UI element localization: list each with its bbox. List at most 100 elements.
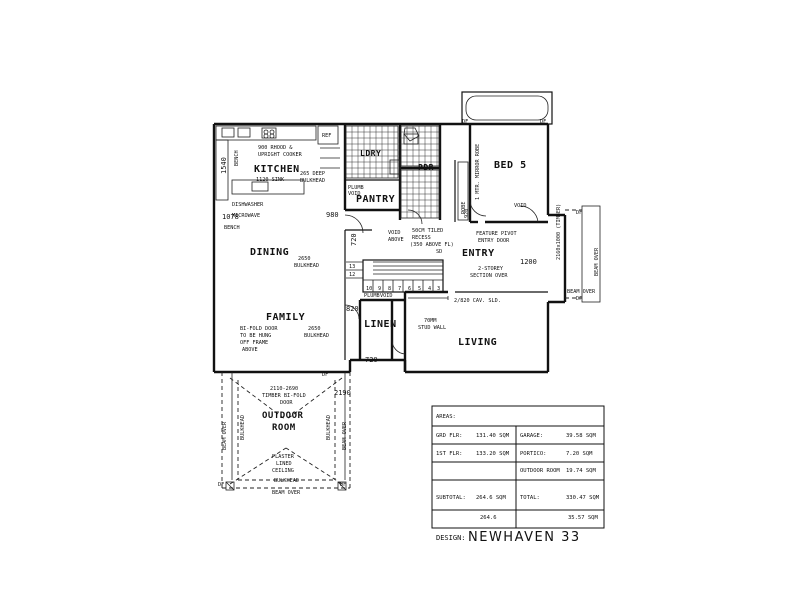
- room-living: LIVING: [458, 337, 497, 348]
- areas-label: OUTDOOR ROOM: [520, 468, 560, 474]
- note-tiled-recess-3: (350 ABOVE FL): [410, 242, 454, 248]
- note-bifold-3: OFF FRAME: [240, 340, 268, 346]
- note-plaster-2: LINED: [276, 461, 292, 467]
- note-plaster: PLASTER: [272, 454, 295, 460]
- note-dishwasher: DISHWASHER: [232, 202, 264, 208]
- areas-label: PORTICO:: [520, 451, 547, 457]
- bath-outline: DF DF: [461, 91, 553, 125]
- areas-label: SUBTOTAL:: [436, 495, 466, 501]
- note-bulkhead-bottom: BULKHEAD: [274, 478, 299, 484]
- dim-720a: 720: [350, 233, 358, 246]
- dim-980: 980: [326, 211, 339, 219]
- dim-13: 13: [349, 264, 355, 270]
- dim-1540: 1540: [220, 157, 228, 174]
- areas-table: AREAS: GRD FLR: 131.40 SQM GARAGE: 39.58…: [431, 405, 605, 529]
- note-bulkhead-2650a: 2650: [298, 256, 311, 262]
- note-bulkhead-right: BULKHEAD: [326, 415, 332, 440]
- note-feature-pivot: FEATURE PIVOT: [476, 231, 517, 237]
- areas-label: TOTAL:: [520, 495, 540, 501]
- fridge-label: REF: [322, 133, 331, 139]
- stair-number: 5: [418, 286, 421, 292]
- note-bulkhead-2650b: 2650: [308, 326, 321, 332]
- note-plumb-void-2: PLUMB: [364, 293, 380, 299]
- staircase: 10 9 8 7 6 5 4 3: [346, 261, 443, 292]
- design-title: DESIGN: NEWHAVEN 33: [436, 530, 581, 545]
- areas-label: GARAGE:: [520, 433, 543, 439]
- note-bifold-4: ABOVE: [242, 347, 258, 353]
- room-outdoor-2: ROOM: [272, 423, 296, 433]
- kitchen-fixtures: REF: [215, 125, 340, 201]
- stair-number: 6: [408, 286, 411, 292]
- room-ldry: LDRY: [360, 149, 381, 158]
- stair-number: 9: [378, 286, 381, 292]
- areas-value: 131.40 SQM: [476, 433, 510, 439]
- beam-over-label: BEAM OVER: [567, 289, 596, 295]
- note-tiled-recess: 50CM TILED: [412, 228, 443, 234]
- note-stud-2: STUD WALL: [418, 325, 446, 331]
- outdoor-room: DF DF DF: [218, 372, 351, 491]
- dim-720b: 720: [365, 356, 378, 364]
- note-beam-over-right: BEAM OVER: [342, 421, 348, 450]
- design-name: NEWHAVEN 33: [468, 530, 581, 545]
- areas-heading: AREAS:: [436, 414, 456, 420]
- stair-number: 4: [428, 286, 431, 292]
- note-void-bed: VOID: [514, 203, 527, 209]
- note-void-above-2: ABOVE: [388, 237, 404, 243]
- wet-area-tiles: [345, 125, 469, 221]
- room-outdoor: OUTDOOR: [262, 411, 304, 421]
- beam-over-label: BEAM OVER: [594, 247, 600, 276]
- note-two-storey: 2-STOREY: [478, 266, 504, 272]
- df-label: DF: [540, 119, 546, 125]
- note-cav-sld: 2/820 CAV. SLD.: [454, 298, 501, 304]
- room-linen: LINEN: [364, 319, 397, 330]
- df-label: DF: [340, 482, 346, 488]
- df-label: DF: [576, 210, 582, 216]
- door-swings: [344, 199, 539, 355]
- room-kitchen: KITCHEN: [254, 164, 300, 175]
- note-plumb-void: PLUMB: [348, 185, 364, 191]
- dim-2190: 2190: [334, 389, 351, 397]
- areas-total-extra: 35.57 SQM: [568, 515, 598, 521]
- room-pantry: PANTRY: [356, 194, 395, 205]
- df-label: DF: [576, 296, 582, 302]
- df-label: DF: [218, 482, 224, 488]
- note-bifold: BI-FOLD DOOR: [240, 326, 278, 332]
- note-timber-bifold-3: DOOR: [280, 400, 293, 406]
- dim-820: 820: [346, 305, 359, 313]
- areas-value: 330.47 SQM: [566, 495, 600, 501]
- note-bulkhead-2650a-2: BULKHEAD: [294, 263, 319, 269]
- room-bed5: BED 5: [494, 160, 527, 171]
- room-entry: ENTRY: [462, 248, 495, 259]
- side-beam: DF DF 2160x1000 (TIMBER) BEAM OVER BEAM …: [556, 204, 601, 303]
- areas-value: 19.74 SQM: [566, 468, 596, 474]
- areas-label: 1ST FLR:: [436, 451, 463, 457]
- df-label: DF: [462, 119, 468, 125]
- note-bulkhead-2650b-2: BULKHEAD: [304, 333, 329, 339]
- dim-1078: 1078: [222, 213, 239, 221]
- note-plumb-void-b: VOID: [348, 191, 361, 197]
- note-beam-over-left: BEAM OVER: [222, 421, 228, 450]
- dim-bench-2: BENCH: [224, 225, 240, 231]
- areas-subtotal-extra: 264.6: [480, 515, 497, 521]
- note-plumb-void-2b: VOID: [380, 293, 393, 299]
- note-sd: SD: [436, 249, 442, 255]
- room-labels: KITCHEN DINING FAMILY PANTRY LDRY PDR BE…: [250, 149, 527, 433]
- dim-12: 12: [349, 272, 355, 278]
- dim-1200: 1200: [520, 258, 537, 266]
- room-family: FAMILY: [266, 312, 305, 323]
- note-robe: ROBE: [461, 202, 467, 215]
- areas-value: 7.20 SQM: [566, 451, 593, 457]
- note-feature-pivot-2: ENTRY DOOR: [478, 238, 510, 244]
- note-rangehood-2: UPRIGHT COOKER: [258, 152, 303, 158]
- note-stud: 70MM: [424, 318, 437, 324]
- window-label: 2160x1000 (TIMBER): [556, 204, 562, 260]
- note-bulkhead-265: 265 DEEP: [300, 171, 325, 177]
- dim-920: 920: [464, 209, 470, 218]
- areas-label: GRD FLR:: [436, 433, 463, 439]
- dim-bench: BENCH: [234, 150, 240, 166]
- interior-walls: [343, 124, 548, 372]
- note-two-storey-2: SECTION OVER: [470, 273, 508, 279]
- note-microwave: MICROWAVE: [232, 213, 260, 219]
- stair-number: 7: [398, 286, 401, 292]
